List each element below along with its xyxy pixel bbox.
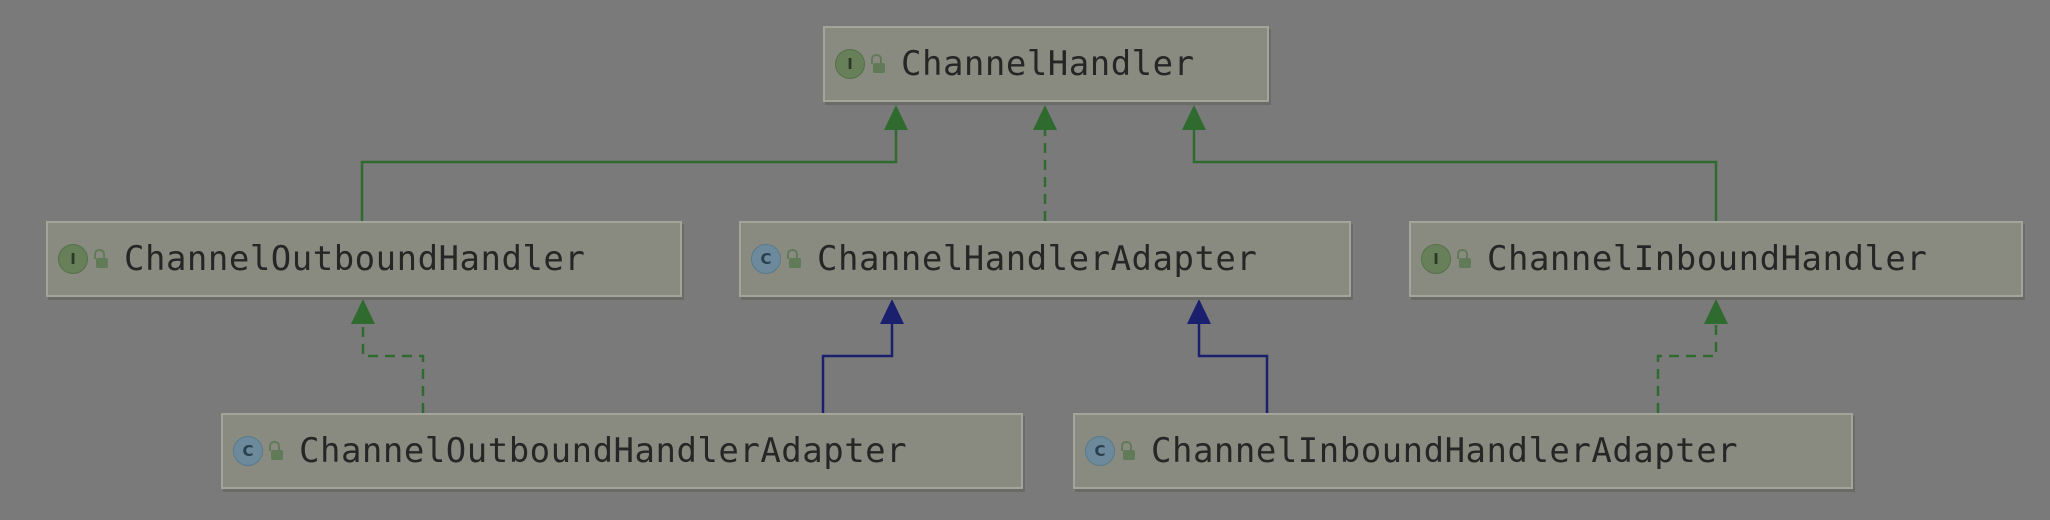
node-label: ChannelOutboundHandlerAdapter [299, 431, 908, 471]
edge-inbound-adapter-to-adapter-arrowhead [1187, 299, 1211, 324]
node-channel-handler-adapter[interactable]: C ChannelHandlerAdapter [739, 221, 1351, 297]
public-lock-icon [787, 249, 801, 268]
interface-icon: I [58, 244, 88, 274]
edge-outbound-to-handler [360, 128, 898, 221]
public-lock-icon [1457, 249, 1471, 268]
edge-inbound-to-handler [1192, 128, 1718, 221]
edge-inbound-to-handler-arrowhead [1182, 105, 1206, 130]
node-channel-handler[interactable]: I ChannelHandler [823, 26, 1269, 102]
node-channel-outbound-handler-adapter[interactable]: C ChannelOutboundHandlerAdapter [221, 413, 1023, 489]
edge-inbound-adapter-to-inbound [1656, 325, 1718, 413]
interface-icon: I [835, 49, 865, 79]
node-label: ChannelInboundHandler [1487, 239, 1928, 279]
node-channel-outbound-handler[interactable]: I ChannelOutboundHandler [46, 221, 682, 297]
node-label: ChannelInboundHandlerAdapter [1151, 431, 1739, 471]
node-channel-inbound-handler-adapter[interactable]: C ChannelInboundHandlerAdapter [1073, 413, 1853, 489]
node-channel-inbound-handler[interactable]: I ChannelInboundHandler [1409, 221, 2023, 297]
public-lock-icon [871, 54, 885, 73]
edge-outbound-adapter-to-outbound-arrowhead [351, 299, 375, 324]
public-lock-icon [1121, 441, 1135, 460]
node-label: ChannelHandlerAdapter [817, 239, 1258, 279]
edge-outbound-to-handler-arrowhead [884, 105, 908, 130]
edge-adapter-to-handler-arrowhead [1033, 105, 1057, 130]
edge-outbound-adapter-to-outbound [361, 325, 425, 413]
class-icon: C [751, 244, 781, 274]
node-label: ChannelHandler [901, 44, 1195, 84]
public-lock-icon [94, 249, 108, 268]
interface-icon: I [1421, 244, 1451, 274]
class-icon: C [233, 436, 263, 466]
edge-inbound-adapter-to-inbound-arrowhead [1704, 299, 1728, 324]
class-icon: C [1085, 436, 1115, 466]
edge-inbound-adapter-to-adapter [1197, 323, 1269, 413]
public-lock-icon [269, 441, 283, 460]
edge-outbound-adapter-to-adapter [821, 323, 894, 413]
node-label: ChannelOutboundHandler [124, 239, 586, 279]
edge-outbound-adapter-to-adapter-arrowhead [880, 299, 904, 324]
